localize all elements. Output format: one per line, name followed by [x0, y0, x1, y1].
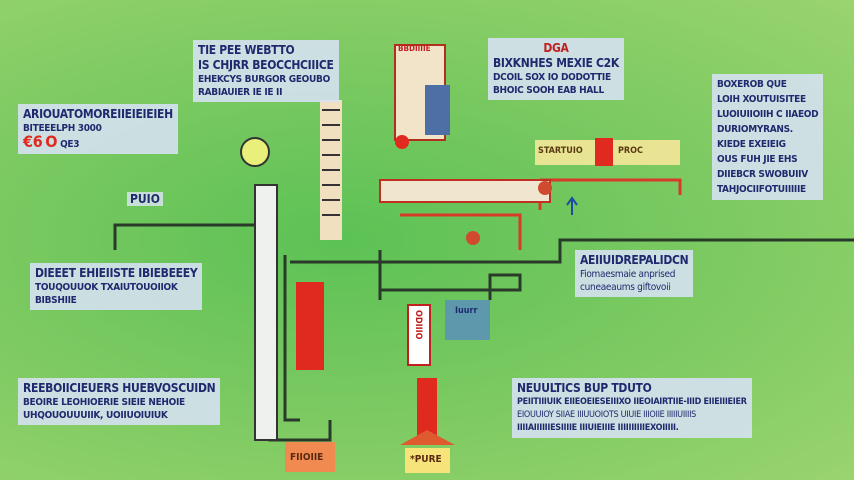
block-title: DGA: [543, 41, 569, 55]
block-line: BIBSHIIE: [35, 295, 77, 306]
block-line: TAHJOCIIFOTUIIIIIE: [717, 184, 806, 195]
startup-label: STARTUIO: [538, 146, 583, 156]
bottom-box-label: FIIOIIE: [290, 452, 324, 463]
block-line: EIOUUIOY SIIAE IIIUUOIOTS UIUIE IIIOIIE …: [517, 410, 697, 420]
pump-label: PUIO: [127, 192, 163, 206]
block-line: OUS FUH JIE EHS: [717, 154, 798, 165]
block-line: DIIEBCR SWOBUIIV: [717, 169, 808, 180]
red-valve: [395, 135, 409, 149]
block-line: PEIITIIIUIK EIIEOEIESEIIIXO IIEOIAIRTIIE…: [517, 397, 747, 407]
block-line: LUOIUIIOIIH C IIAEOD: [717, 109, 819, 120]
block-line: RABIAUIER IE IE II: [198, 87, 283, 98]
block-line: LOIH XOUTUISITEE: [717, 94, 806, 105]
red-valve: [538, 181, 552, 195]
block-line: NEUULTICS BUP TDUTO: [517, 381, 652, 395]
red-valve: [466, 231, 480, 245]
block-line: AEIIUIDREPALIDCN: [580, 253, 689, 267]
white-column: [254, 184, 278, 441]
block-line: BITEEELPH 3000: [23, 123, 102, 134]
block-line: BEOIRE LEOHIOERIE SIEIE NEHOIE: [23, 397, 185, 408]
block-line: BOXEROB QUE: [717, 79, 787, 90]
block-line: Fiomaesmaie anprised: [580, 269, 676, 280]
text-block-right: BOXEROB QUE LOIH XOUTUISITEE LUOIUIIOIIH…: [712, 74, 824, 200]
block-line: cuneaeaums giftovoii: [580, 282, 671, 293]
red-tower: [417, 378, 437, 438]
red-icon: [595, 138, 613, 166]
block-line: REEBOIICIEUERS HUEBVOSCUIDN: [23, 381, 216, 395]
top-red-label: BBDIIIIE: [398, 44, 431, 53]
block-line: IS CHJRR BEOCCHCIIICE: [198, 58, 334, 72]
block-line: DIEEET EHIEIISTE IBIEBEEEY: [35, 266, 198, 280]
red-vertical-sign: [407, 304, 431, 366]
block-line: IIIIAIIIIIIESIIIIE IIIUIEIIIE IIIIIIIIII…: [517, 423, 679, 433]
text-block-top-right: DGA BIXKNHES MEXIE C2K DCOIL SOX IO DODO…: [488, 38, 624, 100]
block-line: ARIOUATOMOREIIEIEIEIEH: [23, 107, 173, 121]
block-line: KIEDE EXEIEIG: [717, 139, 786, 150]
text-block-mid-left: DIEEET EHIEIISTE IBIEBEEEY TOUQOUUOK TXA…: [30, 263, 203, 310]
block-line: UHQOUOUUUIIK, UOIIUOIUIUK: [23, 410, 168, 421]
blue-tank-label: Iuurr: [455, 306, 478, 316]
pure-box: [405, 448, 450, 473]
text-block-top-left: ARIOUATOMOREIIEIEIEIEH BITEEELPH 3000 €6…: [18, 104, 178, 154]
blue-block: [425, 85, 450, 135]
arrow-icon: [566, 196, 578, 215]
block-line: EHEKCYS BURGOR GEOUBO: [198, 74, 330, 85]
vertical-red-label: ODIIIO: [413, 310, 423, 340]
block-line: DURIOMYRANS.: [717, 124, 793, 135]
proc-label: PROC: [618, 146, 643, 156]
red-tank: [296, 282, 324, 370]
text-block-bottom-left: REEBOIICIEUERS HUEBVOSCUIDN BEOIRE LEOHI…: [18, 378, 221, 425]
block-line: TIE PEE WEBTTO: [198, 43, 295, 57]
text-block-top-center: TIE PEE WEBTTO IS CHJRR BEOCCHCIIICE EHE…: [193, 40, 339, 102]
orange-box: [285, 442, 335, 472]
pure-label: *PURE: [410, 454, 442, 465]
filter-unit: [379, 179, 551, 203]
text-block-mid-right: AEIIUIDREPALIDCN Fiomaesmaie anprised cu…: [575, 250, 694, 297]
circle-icon: O: [45, 132, 58, 151]
block-line: QE3: [60, 139, 80, 150]
text-block-bottom-right: NEUULTICS BUP TDUTO PEIITIIIUIK EIIEOEIE…: [512, 378, 752, 438]
blue-tank: [445, 300, 490, 340]
red-roof: [400, 430, 455, 445]
block-line: TOUQOUUOK TXAIUTOUOIIOK: [35, 282, 178, 293]
block-line: DCOIL SOX IO DODOTTIE: [493, 72, 611, 83]
gauge: [240, 137, 270, 167]
block-line: BIXKNHES MEXIE C2K: [493, 56, 619, 70]
currency-icon: €6: [23, 132, 43, 151]
block-line: BHOIC SOOH EAB HALL: [493, 85, 604, 96]
